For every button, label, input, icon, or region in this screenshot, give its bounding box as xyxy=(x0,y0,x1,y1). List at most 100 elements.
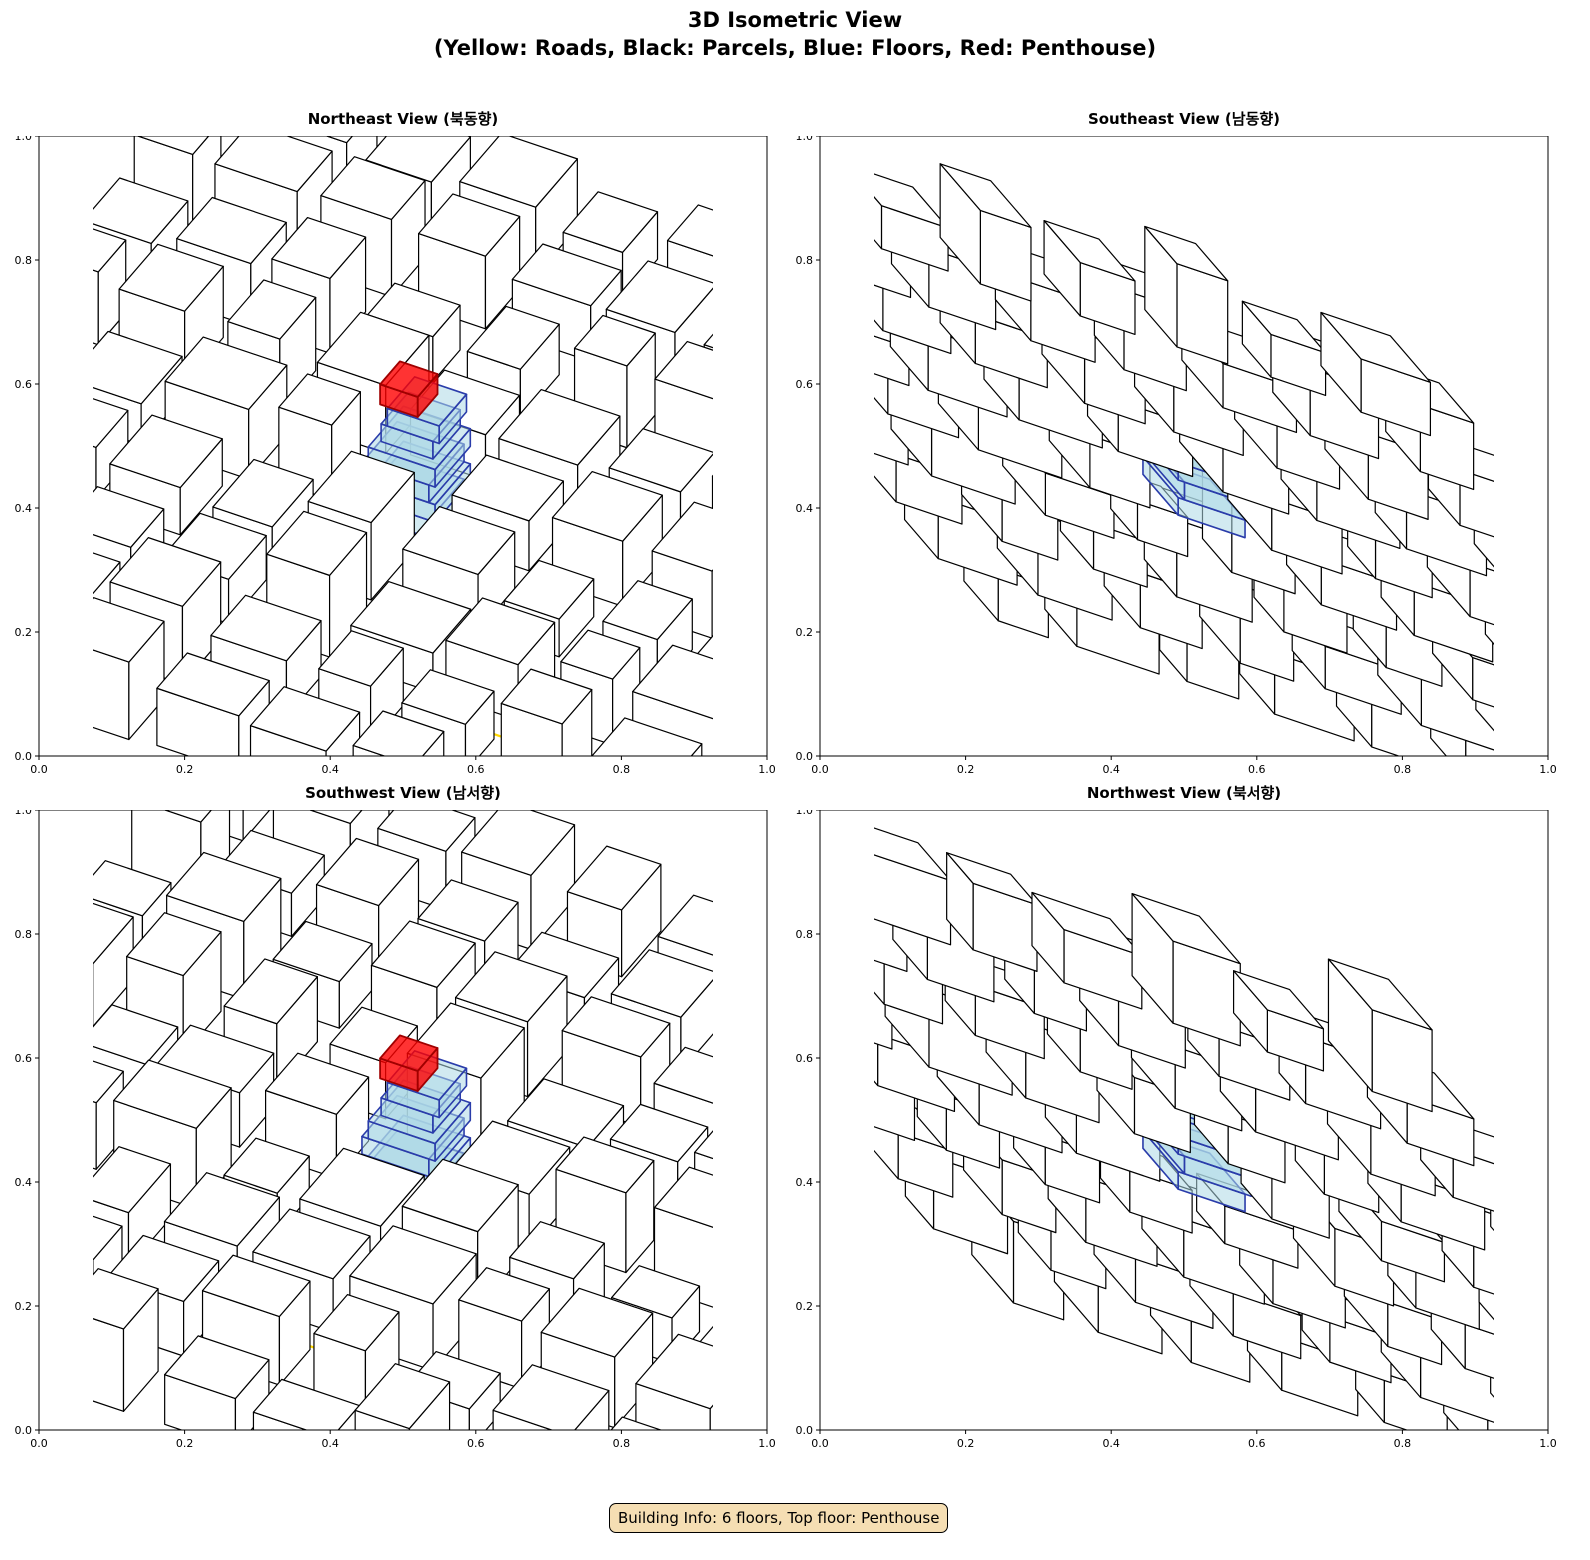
parcel-building-face xyxy=(1529,638,1561,701)
parcel-building-face xyxy=(503,559,595,620)
parcel-building-face xyxy=(93,1060,124,1104)
parcel-building-face xyxy=(166,851,282,923)
x-tick-label: 1.0 xyxy=(758,763,776,776)
y-tick-label: 0.6 xyxy=(796,378,814,391)
parcel-building-face xyxy=(370,920,476,988)
x-tick-label: 0.8 xyxy=(1394,1437,1412,1450)
parcel-building-face xyxy=(747,1083,780,1191)
y-tick-label: 0.4 xyxy=(15,1176,33,1189)
parcel-building-face xyxy=(939,163,1032,229)
parcel-building-face xyxy=(874,1029,879,1087)
parcel-building-face xyxy=(401,1158,519,1233)
x-tick-label: 0.6 xyxy=(1248,1437,1266,1450)
parcel-building-face xyxy=(354,1363,451,1430)
parcel-building-face xyxy=(635,1333,713,1410)
parcel-building-face xyxy=(715,673,755,786)
y-tick-label: 1.0 xyxy=(796,136,814,143)
parcel-building-face xyxy=(93,1215,123,1261)
parcel-building-face xyxy=(176,196,287,265)
parcel-building-face xyxy=(653,1046,713,1104)
parcel-building-face xyxy=(805,279,847,365)
parcel-building-face xyxy=(163,1172,280,1247)
parcel-building-face xyxy=(156,652,270,717)
y-tick-label: 0.0 xyxy=(15,1424,33,1437)
parcel-building-face xyxy=(728,225,759,332)
parcel-building-face xyxy=(756,893,780,963)
x-tick-label: 0.0 xyxy=(30,1437,48,1450)
parcel-building-face xyxy=(313,1294,400,1352)
x-tick-label: 0.4 xyxy=(1102,763,1120,776)
axes-frame xyxy=(38,135,768,757)
parcel-building-face xyxy=(1043,219,1136,282)
parcel-building-face xyxy=(492,1364,610,1430)
parcel-building-face xyxy=(454,951,568,1023)
parcel-building-face xyxy=(1241,300,1327,354)
parcel-building-face xyxy=(781,810,847,839)
parcel-building-face xyxy=(761,608,780,664)
parcel-building-face xyxy=(349,1225,477,1305)
parcel-building-face xyxy=(756,941,780,1045)
parcel-building-face xyxy=(1144,225,1229,282)
axes-frame xyxy=(38,809,768,1431)
parcel-building-face xyxy=(771,462,780,573)
parcel-building-face xyxy=(0,1279,65,1331)
parcel-building-face xyxy=(135,136,210,156)
x-tick-label: 0.6 xyxy=(467,763,485,776)
parcel-building-face xyxy=(352,710,445,756)
parcel-building-face xyxy=(654,340,713,400)
parcel-building-face xyxy=(608,428,713,493)
parcel-building-face xyxy=(93,486,165,548)
y-tick-label: 0.4 xyxy=(796,1176,814,1189)
parcel-building-face xyxy=(762,265,780,366)
parcel-building-face xyxy=(1490,1334,1494,1398)
parcel-building-face xyxy=(1320,311,1432,383)
parcel-building-face xyxy=(417,879,519,942)
parcel-building-face xyxy=(93,269,99,346)
panel-title: Southeast View (남동향) xyxy=(1087,110,1281,128)
parcel-building-face xyxy=(781,136,850,236)
parcel-building-face xyxy=(509,1221,605,1280)
parcel-building-face xyxy=(266,510,368,576)
parcel-building-face xyxy=(299,1147,425,1227)
parcel-building-face xyxy=(164,1335,270,1400)
parcel-building-face xyxy=(93,1101,97,1170)
parcel-building-face xyxy=(812,930,842,1032)
panel-title: Northeast View (북동향) xyxy=(307,110,499,128)
parcel-building-face xyxy=(874,196,883,250)
parcel-building-face xyxy=(377,810,476,852)
parcel-building-face xyxy=(781,303,795,383)
parcel-building-face xyxy=(93,228,127,273)
parcel-building-face xyxy=(93,963,94,1028)
parcel-building-face xyxy=(782,230,864,326)
parcel-building-face xyxy=(109,414,223,489)
parcel-building-face xyxy=(573,314,656,367)
scene xyxy=(781,136,1561,756)
parcel-building-face xyxy=(540,1287,654,1358)
y-tick-label: 0.8 xyxy=(15,928,33,941)
x-tick-label: 0.2 xyxy=(957,763,975,776)
parcel-building-face xyxy=(736,1075,767,1161)
parcel-building-face xyxy=(773,990,780,1095)
parcel-building-face xyxy=(402,505,516,576)
parcel-building-face xyxy=(47,969,77,1078)
parcel-building-face xyxy=(315,837,420,907)
parcel-building-face xyxy=(752,1317,780,1398)
parcel-building-face xyxy=(39,1300,66,1377)
x-tick-label: 0.6 xyxy=(467,1437,485,1450)
parcel-building-face xyxy=(417,193,521,257)
y-tick-label: 0.4 xyxy=(15,502,33,515)
parcel-building-face xyxy=(759,413,780,479)
parcel-building-face xyxy=(445,597,556,666)
parcel-building-face xyxy=(1131,892,1241,965)
x-tick-label: 0.0 xyxy=(811,1437,829,1450)
scene xyxy=(0,810,780,1430)
parcel-building-face xyxy=(840,817,873,919)
parcel-building-face xyxy=(451,454,564,522)
parcel-building-face xyxy=(93,1146,172,1214)
parcel-building-face xyxy=(93,330,183,405)
panel-title: Northwest View (북서향) xyxy=(1086,784,1282,802)
parcel-building-face xyxy=(759,460,780,520)
parcel-building-face xyxy=(727,366,759,485)
